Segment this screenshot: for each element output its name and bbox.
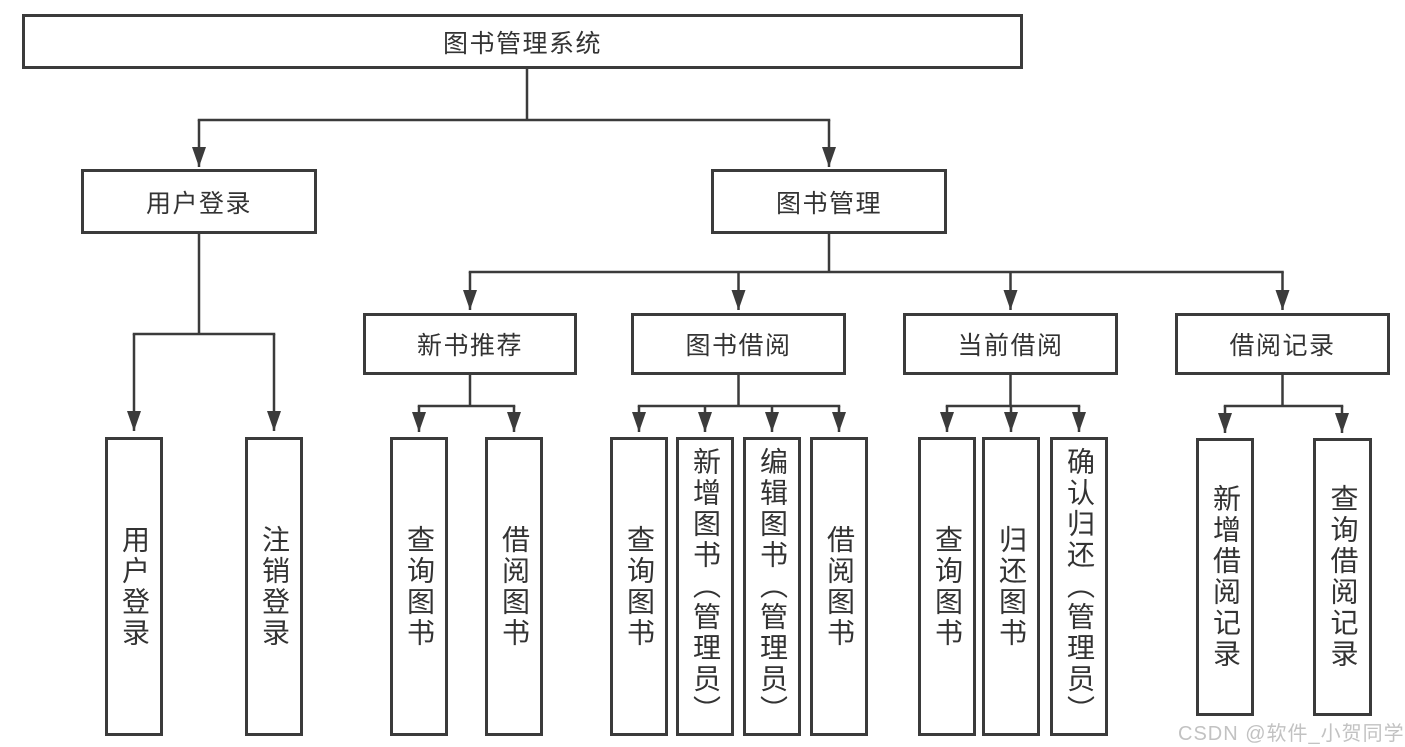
leaf-add-borrow-record-label: 新增借阅记录 (1210, 484, 1241, 670)
node-user-login: 用户登录 (81, 169, 317, 234)
leaf-confirm-return-admin-label: 确认归还（管理员） (1064, 447, 1095, 726)
node-book-management-label: 图书管理 (775, 189, 882, 218)
leaf-logout-login: 注销登录 (245, 437, 303, 736)
node-user-login-label: 用户登录 (145, 189, 252, 218)
leaf-add-books-admin-label: 新增图书（管理员） (690, 447, 721, 726)
leaf-query-books-recommend-label: 查询图书 (404, 524, 435, 649)
leaf-borrow-books-borrowing-label: 借阅图书 (824, 524, 855, 649)
leaf-edit-books-admin: 编辑图书（管理员） (743, 437, 801, 736)
node-book-borrowing-label: 图书借阅 (685, 332, 792, 360)
node-borrowing-records-label: 借阅记录 (1229, 332, 1336, 360)
leaf-logout-login-label: 注销登录 (259, 524, 290, 649)
leaf-borrow-books-borrowing: 借阅图书 (810, 437, 868, 736)
connector-root-to-level2 (192, 69, 836, 167)
node-book-borrowing: 图书借阅 (631, 313, 846, 375)
node-new-book-recommend: 新书推荐 (363, 313, 577, 375)
leaf-query-books-borrowing: 查询图书 (610, 437, 668, 736)
leaf-query-borrow-record: 查询借阅记录 (1313, 438, 1372, 716)
leaf-edit-books-admin-label: 编辑图书（管理员） (757, 447, 788, 726)
connector-level3-to-leaves (412, 375, 1349, 433)
node-root: 图书管理系统 (22, 14, 1023, 69)
leaf-return-books: 归还图书 (982, 437, 1040, 736)
node-current-borrowing-label: 当前借阅 (957, 332, 1064, 360)
connector-book-management-to-level3 (463, 234, 1290, 310)
leaf-query-books-recommend: 查询图书 (390, 437, 448, 736)
leaf-borrow-books-recommend: 借阅图书 (485, 437, 543, 736)
leaf-user-login: 用户登录 (105, 437, 163, 736)
leaf-user-login-label: 用户登录 (119, 524, 150, 649)
leaf-query-books-borrowing-label: 查询图书 (624, 524, 655, 649)
node-root-label: 图书管理系统 (442, 29, 602, 58)
leaf-query-books-current: 查询图书 (918, 437, 976, 736)
leaf-borrow-books-recommend-label: 借阅图书 (499, 524, 530, 649)
leaf-query-books-current-label: 查询图书 (932, 524, 963, 649)
leaf-add-books-admin: 新增图书（管理员） (676, 437, 734, 736)
node-new-book-recommend-label: 新书推荐 (416, 332, 523, 360)
node-current-borrowing: 当前借阅 (903, 313, 1118, 375)
csdn-watermark: CSDN @软件_小贺同学 (1178, 723, 1405, 745)
leaf-confirm-return-admin: 确认归还（管理员） (1050, 437, 1108, 736)
leaf-query-borrow-record-label: 查询借阅记录 (1327, 484, 1359, 670)
leaf-return-books-label: 归还图书 (996, 524, 1027, 649)
connector-user-login-to-leaves (127, 234, 281, 431)
node-borrowing-records: 借阅记录 (1175, 313, 1390, 375)
leaf-add-borrow-record: 新增借阅记录 (1196, 438, 1254, 716)
node-book-management: 图书管理 (711, 169, 947, 234)
